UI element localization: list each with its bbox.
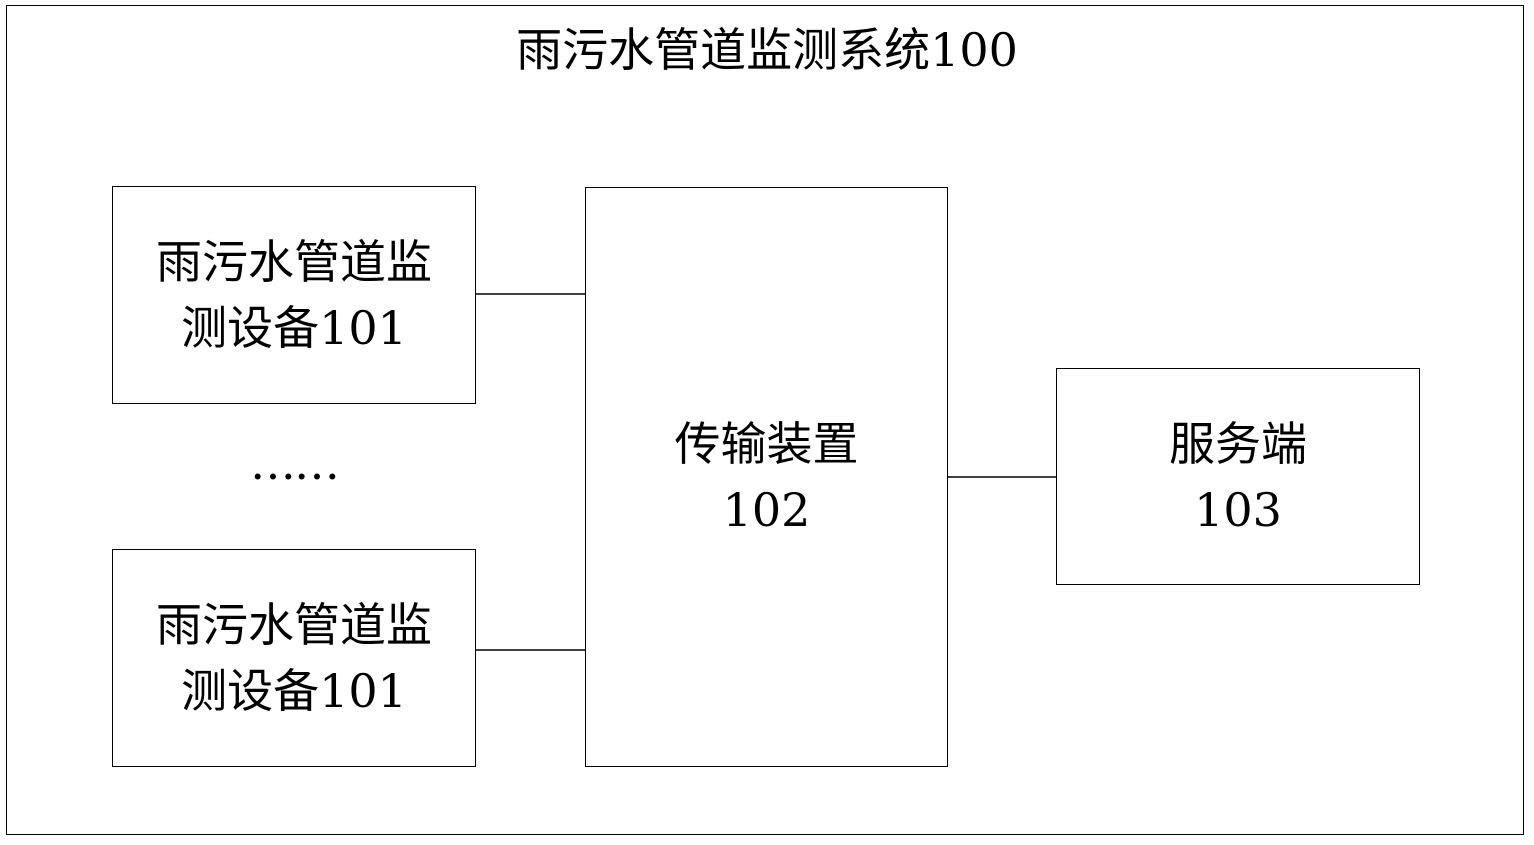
monitoring-device-box-1: 雨污水管道监 测设备101 — [112, 186, 476, 404]
transmission-device-box: 传输装置 102 — [585, 187, 948, 767]
device-label-line-1: 雨污水管道监 — [156, 235, 432, 289]
transmission-label-line-2: 102 — [722, 483, 811, 537]
ellipsis: …… — [250, 436, 340, 490]
server-label-line-1: 服务端 — [1169, 416, 1307, 471]
monitoring-device-box-2: 雨污水管道监 测设备101 — [112, 549, 476, 767]
server-box: 服务端 103 — [1056, 368, 1420, 585]
device-label-line-2: 测设备101 — [181, 664, 407, 718]
server-label-line-2: 103 — [1194, 482, 1282, 537]
system-title: 雨污水管道监测系统100 — [516, 23, 1018, 77]
device-label-line-2: 测设备101 — [181, 301, 407, 355]
transmission-label-line-1: 传输装置 — [674, 417, 859, 471]
device-label-line-1: 雨污水管道监 — [156, 598, 432, 652]
system-boundary — [6, 5, 1524, 835]
